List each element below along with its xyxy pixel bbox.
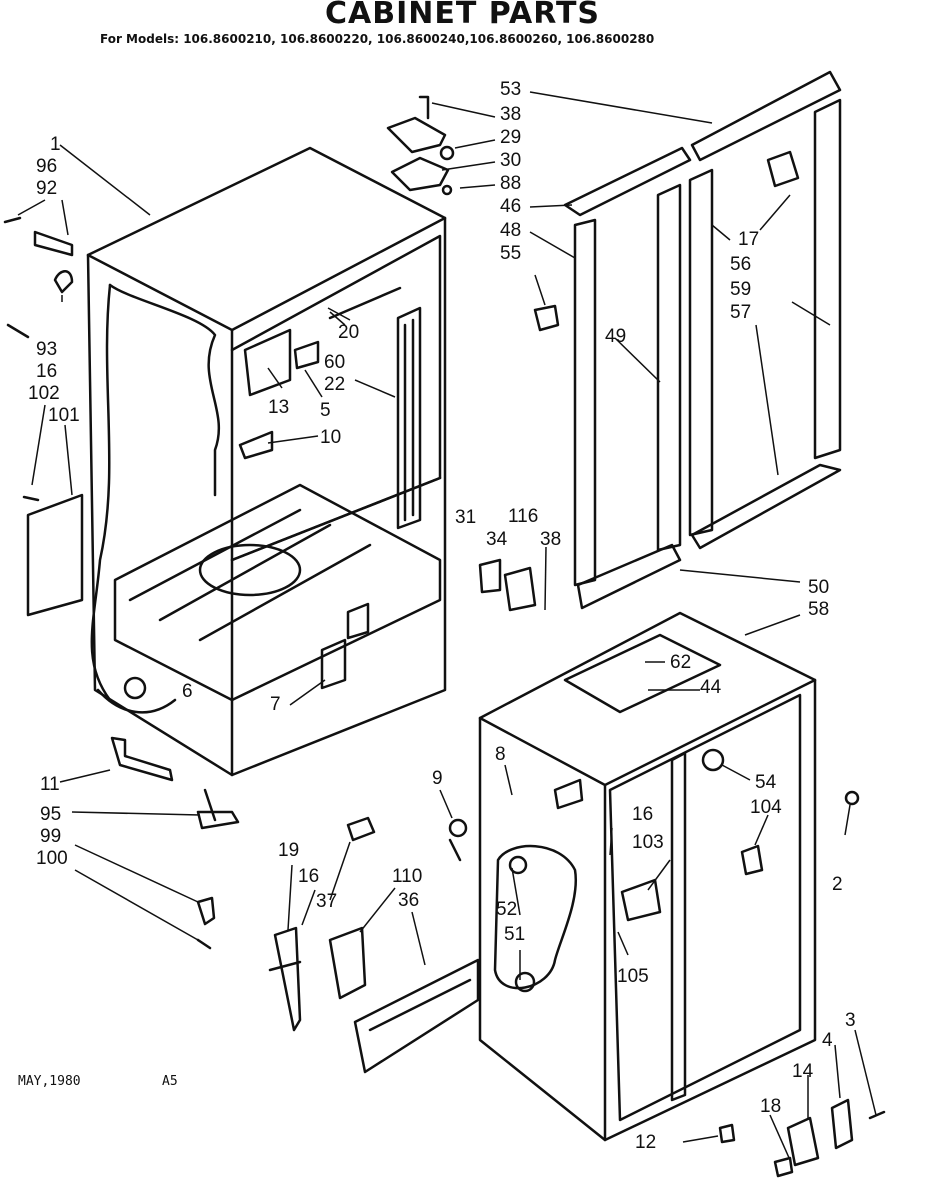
callout-53: 53: [500, 79, 521, 100]
callout-56: 56: [730, 254, 751, 275]
leader-lines: [17, 91, 877, 1161]
callout-52: 52: [496, 899, 517, 920]
callout-50: 50: [808, 577, 829, 598]
callout-49: 49: [605, 326, 626, 347]
callout-54: 54: [755, 772, 777, 793]
callout-48: 48: [500, 220, 521, 241]
models-subtitle: For Models: 106.8600210, 106.8600220, 10…: [100, 32, 655, 46]
callout-105: 105: [617, 966, 649, 987]
cabinet-liner: [478, 611, 860, 1142]
callout-103: 103: [632, 832, 664, 853]
callout-44: 44: [700, 677, 722, 698]
callout-1: 1: [50, 134, 61, 155]
callout-31: 31: [455, 507, 476, 528]
callout-104: 104: [750, 797, 782, 818]
callout-100: 100: [36, 848, 68, 869]
footer-date: MAY,1980: [18, 1074, 81, 1089]
callout-88: 88: [500, 173, 521, 194]
callout-36: 36: [398, 890, 419, 911]
callout-22: 22: [324, 374, 345, 395]
callout-16-liner: 16: [632, 804, 653, 825]
callout-92: 92: [36, 178, 57, 199]
callout-20: 20: [338, 322, 359, 343]
callout-10: 10: [320, 427, 341, 448]
callout-5: 5: [320, 400, 331, 421]
callout-38-right: 38: [540, 529, 561, 550]
callout-7: 7: [270, 694, 281, 715]
callout-116: 116: [508, 506, 538, 527]
callout-4: 4: [822, 1030, 833, 1051]
callout-3: 3: [845, 1010, 856, 1031]
callout-16-left: 16: [36, 361, 57, 382]
lower-hardware-parts: [268, 816, 886, 1178]
callout-51: 51: [504, 924, 525, 945]
door-gasket-frames: [478, 70, 842, 612]
callout-9: 9: [432, 768, 443, 789]
callout-57: 57: [730, 302, 751, 323]
callout-102: 102: [28, 383, 60, 404]
callout-62: 62: [670, 652, 691, 673]
callout-34: 34: [486, 529, 508, 550]
callout-96: 96: [36, 156, 57, 177]
callout-12: 12: [635, 1132, 656, 1153]
callout-99: 99: [40, 826, 61, 847]
callout-60: 60: [324, 352, 345, 373]
callout-101: 101: [48, 405, 80, 426]
callout-37: 37: [316, 891, 337, 912]
callout-46: 46: [500, 196, 521, 217]
top-hinge-parts: [386, 95, 455, 196]
footer-code: A5: [162, 1074, 178, 1089]
callout-14: 14: [792, 1061, 814, 1082]
callout-6: 6: [182, 681, 193, 702]
callout-55: 55: [500, 243, 521, 264]
callout-19: 19: [278, 840, 299, 861]
callout-13: 13: [268, 397, 289, 418]
callout-95: 95: [40, 804, 61, 825]
callout-11: 11: [40, 774, 60, 795]
callout-8: 8: [495, 744, 506, 765]
callout-29: 29: [500, 127, 521, 148]
callout-30: 30: [500, 150, 521, 171]
callout-38-top: 38: [500, 104, 521, 125]
callout-labels: 1 96 92 93 16 102 101 53 38 29 30 88 46 …: [28, 79, 856, 1153]
callout-58: 58: [808, 599, 829, 620]
callout-17: 17: [738, 229, 759, 250]
diagram-title: CABINET PARTS: [324, 0, 601, 31]
callout-110: 110: [392, 866, 422, 887]
outer-cabinet-shell: [86, 146, 447, 777]
left-hardware-parts: [3, 216, 240, 950]
callout-16-lower: 16: [298, 866, 319, 887]
callout-93: 93: [36, 339, 57, 360]
callout-59: 59: [730, 279, 751, 300]
callout-2: 2: [832, 874, 843, 895]
callout-18: 18: [760, 1096, 781, 1117]
